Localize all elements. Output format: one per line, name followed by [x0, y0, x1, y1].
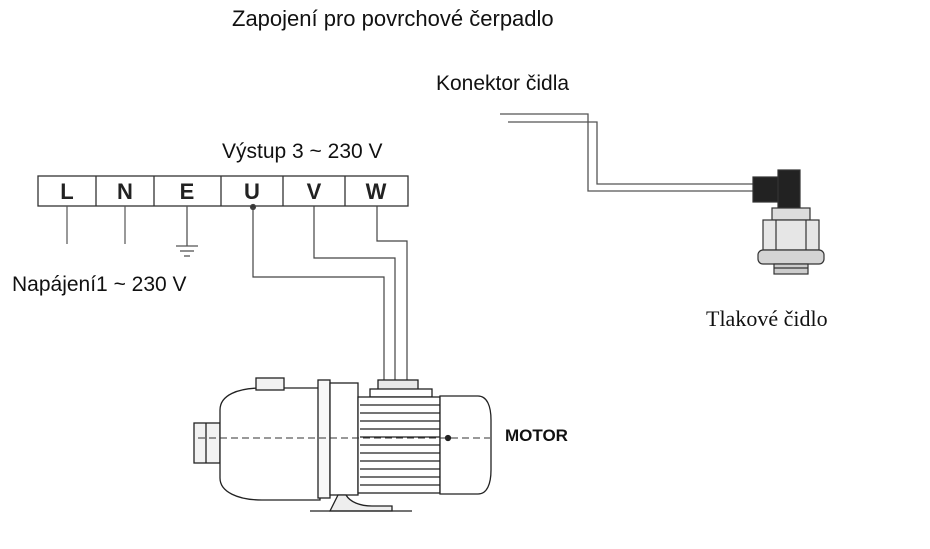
terminal-l: L	[60, 179, 73, 204]
terminal-v: V	[307, 179, 322, 204]
ground-icon	[176, 206, 198, 257]
motor-label: MOTOR	[505, 426, 568, 445]
terminal-w: W	[366, 179, 387, 204]
sensor-cable	[500, 113, 755, 192]
terminal-labels: L N E U V W	[60, 179, 386, 204]
terminal-block	[37, 175, 409, 207]
sensor-connector-label: Konektor čidla	[436, 72, 570, 95]
terminal-n: N	[117, 179, 133, 204]
pressure-sensor-icon	[752, 169, 825, 275]
terminal-u: U	[244, 179, 260, 204]
pressure-sensor-label: Tlakové čidlo	[706, 306, 828, 331]
supply-label: Napájení1 ~ 230 V	[12, 273, 187, 296]
pump-motor-icon	[193, 377, 492, 512]
output-label: Výstup 3 ~ 230 V	[222, 140, 383, 163]
supply-wires	[66, 206, 126, 244]
terminal-e: E	[180, 179, 195, 204]
diagram-title: Zapojení pro povrchové čerpadlo	[232, 6, 554, 31]
output-wires	[249, 203, 408, 382]
